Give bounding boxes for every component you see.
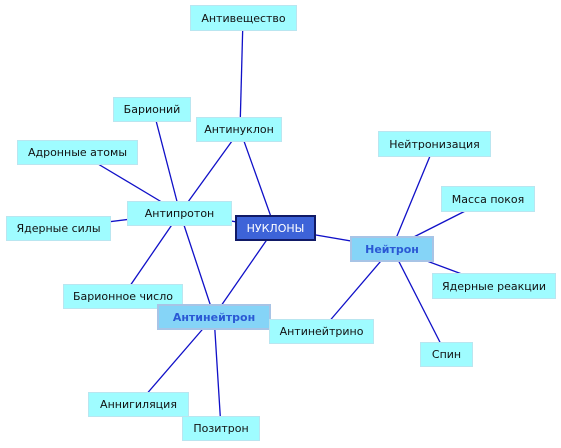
node-barioniy[interactable]: Барионий [113, 97, 191, 122]
link-neytron-spin [391, 247, 447, 355]
node-annigilyatsiya[interactable]: Аннигиляция [88, 392, 189, 417]
link-nuklony-antinuklon [239, 129, 276, 229]
node-adronnye-atomy[interactable]: Адронные атомы [17, 140, 138, 165]
link-antinuklon-antiveshchestvo [239, 17, 244, 131]
node-barionnoe-chislo[interactable]: Барионное число [63, 284, 183, 309]
node-antiveshchestvo[interactable]: Антивещество [190, 5, 297, 31]
node-antiproton[interactable]: Антипротон [127, 201, 232, 226]
node-spin[interactable]: Спин [420, 342, 473, 367]
link-nuklony-antineytron [213, 227, 276, 317]
node-pozitron[interactable]: Позитрон [182, 416, 260, 441]
node-nuklony[interactable]: НУКЛОНЫ [235, 215, 316, 241]
node-antineytron[interactable]: Антинейтрон [157, 304, 271, 330]
node-yadernye-sily[interactable]: Ядерные силы [6, 216, 111, 241]
link-antiproton-barionnoe [122, 212, 181, 297]
link-antinuklon-antiproton [179, 129, 241, 214]
link-antineytron-pozitron [213, 315, 222, 429]
node-neytron[interactable]: Нейтрон [350, 236, 434, 262]
node-neytronizatsiya[interactable]: Нейтронизация [378, 131, 491, 157]
node-yadernye-reaktsii[interactable]: Ядерные реакции [432, 273, 556, 299]
node-massa-pokoya[interactable]: Масса покоя [441, 186, 535, 212]
link-antiproton-barioniy [152, 108, 181, 214]
link-neytron-neytronizatsiya [391, 143, 436, 249]
link-antiproton-antineytron [179, 212, 215, 317]
node-antineytrino[interactable]: Антинейтрино [269, 319, 374, 344]
node-antinuklon[interactable]: Антинуклон [196, 117, 282, 142]
link-antineytron-annigilyatsiya [137, 315, 215, 405]
